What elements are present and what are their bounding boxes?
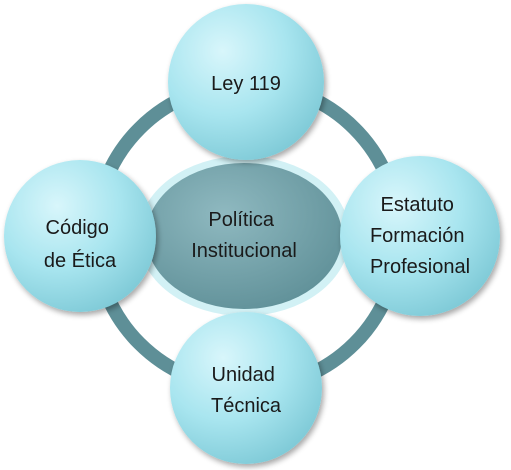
node-right-circle bbox=[340, 156, 500, 316]
node-left-line-1: Código bbox=[46, 217, 109, 239]
node-bottom-line-2: Técnica bbox=[211, 395, 282, 417]
node-top bbox=[168, 4, 324, 160]
node-right bbox=[340, 156, 500, 316]
center-node bbox=[146, 163, 342, 309]
node-top-line-1: Ley 119 bbox=[211, 73, 281, 95]
node-right-line-1: Estatuto bbox=[381, 194, 454, 216]
center-label-line-2: Institucional bbox=[191, 240, 297, 262]
center-label-line-1: Política bbox=[208, 209, 274, 231]
node-bottom-label: Unidad Técnica bbox=[211, 364, 282, 417]
center-node-label: Política Institucional bbox=[191, 209, 297, 262]
node-left-line-2: de Ética bbox=[44, 249, 117, 272]
node-right-label: Estatuto Formación Profesional bbox=[370, 194, 470, 278]
node-left-label: Código de Ética bbox=[44, 217, 117, 272]
node-right-line-2: Formación bbox=[370, 225, 464, 247]
node-bottom-line-1: Unidad bbox=[212, 364, 275, 386]
node-bottom-circle bbox=[170, 312, 322, 464]
node-left bbox=[4, 160, 156, 312]
node-top-label: Ley 119 bbox=[211, 73, 281, 95]
node-left-circle bbox=[4, 160, 156, 312]
node-right-line-3: Profesional bbox=[370, 256, 470, 278]
node-bottom bbox=[170, 312, 322, 464]
node-top-circle bbox=[168, 4, 324, 160]
